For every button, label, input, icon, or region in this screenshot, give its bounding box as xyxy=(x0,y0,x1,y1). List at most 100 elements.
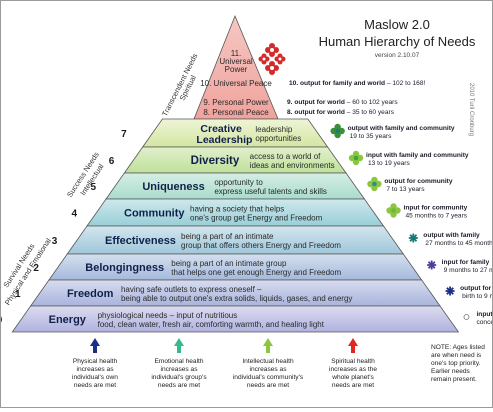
up-arrow-icon xyxy=(174,338,184,353)
flower-green-icon xyxy=(348,150,364,166)
level-output-label: input for self xyxy=(476,311,492,318)
level-name: Belongingness xyxy=(85,262,164,274)
legend-line: needs are met xyxy=(247,382,289,389)
legend-line: Intellectual health xyxy=(242,358,294,365)
up-arrow-icon xyxy=(90,338,100,353)
legend-line: Spiritual health xyxy=(331,358,375,365)
level-output: input for selfconception to birth xyxy=(476,311,492,326)
flower-bluegreen-icon xyxy=(330,123,345,139)
legend-line: whole planet's xyxy=(331,374,374,381)
side-label-transcendent: Transcendent Needs Spiritual xyxy=(160,52,200,118)
note-line: Earlier needs xyxy=(431,368,471,375)
level-output-range: birth to 9 months xyxy=(462,293,492,300)
level-output-range: 27 months to 45 months xyxy=(425,240,492,247)
note-line: NOTE: Ages listed xyxy=(431,344,485,351)
legend-line: Emotional health xyxy=(154,358,203,365)
red-flower-icon xyxy=(265,61,279,75)
legend-line: individual's own xyxy=(72,374,118,381)
level-output: output for selfbirth to 9 months xyxy=(460,285,492,300)
note-line: are when need is xyxy=(431,352,482,359)
level-output-label: input for family xyxy=(442,259,490,266)
level-0-band: 0Energyphysiological needs – input of nu… xyxy=(0,305,493,333)
top-level-8: 8. Personal Peace xyxy=(203,108,269,117)
level-output-range: 45 months to 7 years xyxy=(406,213,468,220)
dot-icon xyxy=(463,314,470,320)
level-number: 3 xyxy=(52,236,58,247)
level-name: Freedom xyxy=(67,288,114,300)
legend-line: needs are met xyxy=(74,382,116,389)
legend-line: individual's group's xyxy=(151,374,207,381)
flower-lime-icon xyxy=(386,203,401,218)
flower-teal-icon xyxy=(367,176,382,192)
level-name: Diversity xyxy=(191,155,240,167)
legend-line: increases as xyxy=(160,366,198,373)
level-1-band: 1 Freedom having safe outlets to express o… xyxy=(15,279,493,307)
level-number: 7 xyxy=(121,129,127,140)
copyright-label: 2010 Turil Cronburg xyxy=(468,83,474,136)
red-flower-icon xyxy=(265,43,279,57)
top-output-9-range: – 60 to 102 years xyxy=(345,99,398,106)
level-name: Uniqueness xyxy=(142,181,204,193)
top-output-8-bold: 8. output for world xyxy=(287,109,345,116)
legend-line: Physical health xyxy=(73,358,118,365)
legend-line: increases as xyxy=(249,366,287,373)
top-output-8: 8. output for world – 35 to 60 years xyxy=(287,109,395,116)
top-output-10: 10. output for family and world – 102 to… xyxy=(289,80,425,87)
level-output-range: 13 to 19 years xyxy=(368,160,410,167)
top-output-10-range: – 102 to 168! xyxy=(385,80,425,87)
level-2-band: 2 Belongingness being a part of an intimat… xyxy=(33,253,493,281)
up-arrow-icon xyxy=(263,338,273,353)
legend-line: needs are met xyxy=(158,382,200,389)
level-output-range: 19 to 35 years xyxy=(350,133,392,140)
level-number: 2 xyxy=(33,263,39,274)
top-output-9-bold: 9. output for world xyxy=(287,99,345,106)
level-band-shape xyxy=(11,305,460,333)
level-output-label: output with family xyxy=(423,232,480,239)
level-description: having safe outlets to express oneself –… xyxy=(121,285,352,303)
version-label: version 2.10.07 xyxy=(375,52,420,59)
level-output-range: 7 to 13 years xyxy=(386,186,425,193)
legend-line: increases as xyxy=(76,366,114,373)
level-description: physiological needs – input of nutritiou… xyxy=(98,311,325,329)
star-purple-icon xyxy=(427,260,437,270)
up-arrow-icon xyxy=(348,338,358,353)
top-output-9: 9. output for world – 60 to 102 years xyxy=(287,99,398,106)
red-flower-icon xyxy=(258,53,270,65)
level-number: 6 xyxy=(109,156,115,167)
level-output-label: output for self xyxy=(460,285,492,292)
legend-line: needs are met xyxy=(332,382,374,389)
title-line1: Maslow 2.0 xyxy=(364,17,430,32)
star-teal-icon xyxy=(408,233,418,243)
level-number: 4 xyxy=(71,209,77,220)
side-label-success: Success Needs Intellectual xyxy=(65,150,106,199)
level-number: 1 xyxy=(15,289,21,300)
top-output-10-bold: 10. output for family and world xyxy=(289,80,385,87)
level-name: Energy xyxy=(49,314,87,326)
red-flower-icon xyxy=(274,53,286,65)
level-name: Community xyxy=(124,208,185,220)
